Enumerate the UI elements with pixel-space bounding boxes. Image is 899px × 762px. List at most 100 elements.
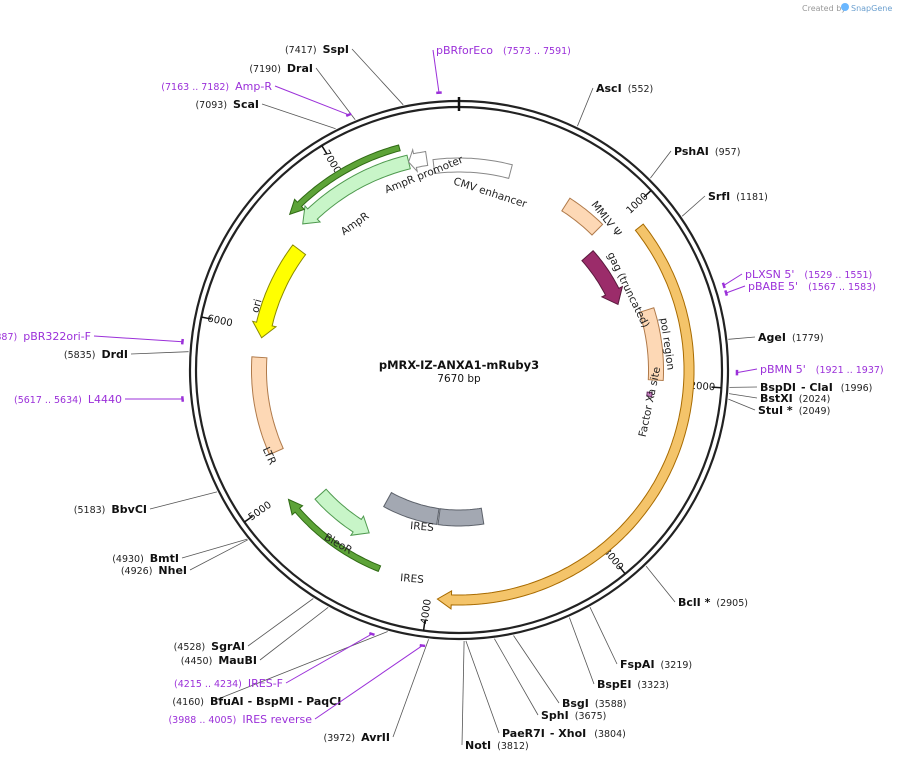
- primer-plxsn-5[interactable]: pLXSN 5'(1529 .. 1551): [745, 268, 872, 281]
- tick-mark: [711, 386, 722, 389]
- site-maubi[interactable]: MauBI(4450): [181, 654, 257, 667]
- tick-mark: [643, 189, 652, 198]
- site-sphi[interactable]: SphI(3675): [541, 709, 606, 722]
- primer-name: pLXSN 5': [745, 268, 794, 281]
- site-leader-line: [212, 631, 388, 702]
- site-name: AvrII: [361, 731, 390, 744]
- feature-mmlv-psi[interactable]: [561, 197, 604, 236]
- site-leader-line: [645, 565, 676, 603]
- primer-pbmn-5[interactable]: pBMN 5'(1921 .. 1937): [760, 363, 884, 376]
- site-bspei[interactable]: BspEI(3323): [597, 678, 669, 691]
- feature-label-ori: ori: [249, 298, 264, 314]
- primer-pbabe-5[interactable]: pBABE 5' (1567 .. 1583): [748, 280, 876, 293]
- primer-name: pBMN 5': [760, 363, 806, 376]
- primer-range: (4215 .. 4234): [174, 679, 242, 690]
- site-name: NheI: [158, 564, 187, 577]
- site-bmti[interactable]: BmtI(4930): [112, 552, 179, 565]
- feature-ires-2[interactable]: [383, 491, 440, 525]
- tick-mark: [243, 515, 254, 523]
- primer-leader-line: [725, 285, 746, 294]
- primer-leader-line: [285, 633, 373, 684]
- tick-label: 4000: [419, 598, 433, 625]
- site-bsgi[interactable]: BsgI(3588): [562, 697, 627, 710]
- feature-gag[interactable]: [581, 249, 624, 306]
- site-drdi[interactable]: DrdI(5835): [64, 348, 128, 361]
- primer-name: pBRforEco: [436, 44, 493, 57]
- site-noti[interactable]: NotI(3812): [465, 739, 529, 752]
- feature-ires-1[interactable]: [437, 507, 485, 527]
- site-fspai[interactable]: FspAI(3219): [620, 658, 692, 671]
- site-stui[interactable]: StuI *(2049): [758, 404, 830, 417]
- site-name: NotI: [465, 739, 491, 752]
- feature-ltr[interactable]: [251, 356, 284, 456]
- site-bfuai[interactable]: (4160)BfuAI- BspMI - PaqCI: [172, 695, 341, 708]
- site-asci[interactable]: AscI(552): [596, 82, 653, 95]
- tick-mark: [618, 565, 626, 575]
- feature-cmv-enhancer[interactable]: [432, 157, 513, 180]
- feature-factor-xa[interactable]: [646, 391, 653, 398]
- backbone: [188, 97, 730, 641]
- site-leader-line: [589, 607, 618, 665]
- site-sgrai[interactable]: SgrAI(4528): [174, 640, 245, 653]
- feature-ampr-outer[interactable]: [288, 144, 401, 216]
- site-bbvci[interactable]: BbvCI(5183): [74, 503, 147, 516]
- site-leader-line: [465, 640, 500, 734]
- site-position: (957): [715, 147, 741, 158]
- feature-bleor[interactable]: [314, 488, 370, 536]
- site-sspi[interactable]: SspI(7417): [285, 43, 349, 56]
- primer-mark: [181, 396, 185, 402]
- primer-pbr322ori-f[interactable]: pBR322ori-F(5868 .. 5887): [0, 330, 91, 343]
- site-scai[interactable]: ScaI(7093): [195, 98, 259, 111]
- site-agei[interactable]: AgeI(1779): [758, 331, 824, 344]
- primer-l4440[interactable]: L4440(5617 .. 5634): [14, 393, 122, 406]
- site-position: (2049): [799, 406, 831, 417]
- primer-amp-r[interactable]: Amp-R(7163 .. 7182): [161, 80, 272, 93]
- site-position: (2024): [799, 394, 831, 405]
- primer-name: pBABE 5': [748, 280, 798, 293]
- site-avrii[interactable]: AvrII(3972): [324, 731, 391, 744]
- feature-anxa1-mruby3[interactable]: [436, 223, 695, 610]
- primer-leader-line: [93, 335, 183, 343]
- site-position: (5835): [64, 350, 96, 361]
- site-bspdi[interactable]: BspDI- ClaI(1996): [760, 381, 872, 394]
- site-extra-names: - XhoI: [550, 727, 586, 740]
- primer-ires-f[interactable]: IRES-F (4215 .. 4234): [174, 677, 283, 690]
- site-position: (3588): [595, 699, 627, 710]
- site-name: DraI: [287, 62, 313, 75]
- primer-ires-reverse[interactable]: IRES reverse(3988 .. 4005): [168, 713, 312, 726]
- site-leader-line: [513, 635, 560, 704]
- primer-pbrforeco[interactable]: pBRforEco (7573 .. 7591): [436, 44, 571, 57]
- site-srfi[interactable]: SrfI(1181): [708, 190, 768, 203]
- site-name: BspDI: [760, 381, 796, 394]
- feature-label-factor-xa: Factor Xa site: [637, 366, 664, 438]
- site-nhei[interactable]: NheI(4926): [121, 564, 187, 577]
- site-bstxi[interactable]: BstXI(2024): [760, 392, 830, 405]
- site-position: (4160): [172, 697, 204, 708]
- site-paer7i[interactable]: PaeR7I- XhoI(3804): [502, 727, 626, 740]
- feature-ampr-promoter[interactable]: [408, 147, 429, 174]
- site-name: AscI: [596, 82, 622, 95]
- site-name: PaeR7I: [502, 727, 545, 740]
- feature-pol-region[interactable]: [638, 307, 664, 382]
- primer-range: (7573 .. 7591): [503, 46, 571, 57]
- tick-mark: [201, 316, 212, 320]
- feature-ori[interactable]: [251, 244, 307, 339]
- primer-name: pBR322ori-F: [23, 330, 91, 343]
- primer-name: IRES-F: [248, 677, 283, 690]
- site-position: (1181): [736, 192, 768, 203]
- site-bcli[interactable]: BclI *(2905): [678, 596, 748, 609]
- site-name: FspAI: [620, 658, 655, 671]
- site-leader-line: [315, 67, 356, 120]
- primer-range: (1567 .. 1583): [808, 282, 876, 293]
- site-leader-line: [261, 103, 336, 130]
- site-pshai[interactable]: PshAI(957): [674, 145, 740, 158]
- site-name: MauBI: [218, 654, 257, 667]
- site-leader-line: [392, 639, 429, 738]
- site-position: (4930): [112, 554, 144, 565]
- primer-leader-line: [274, 85, 349, 116]
- feature-bleor-outer[interactable]: [287, 498, 382, 573]
- site-extra-names: - ClaI: [801, 381, 833, 394]
- site-leader-line: [681, 195, 706, 217]
- site-drai[interactable]: DraI(7190): [249, 62, 313, 75]
